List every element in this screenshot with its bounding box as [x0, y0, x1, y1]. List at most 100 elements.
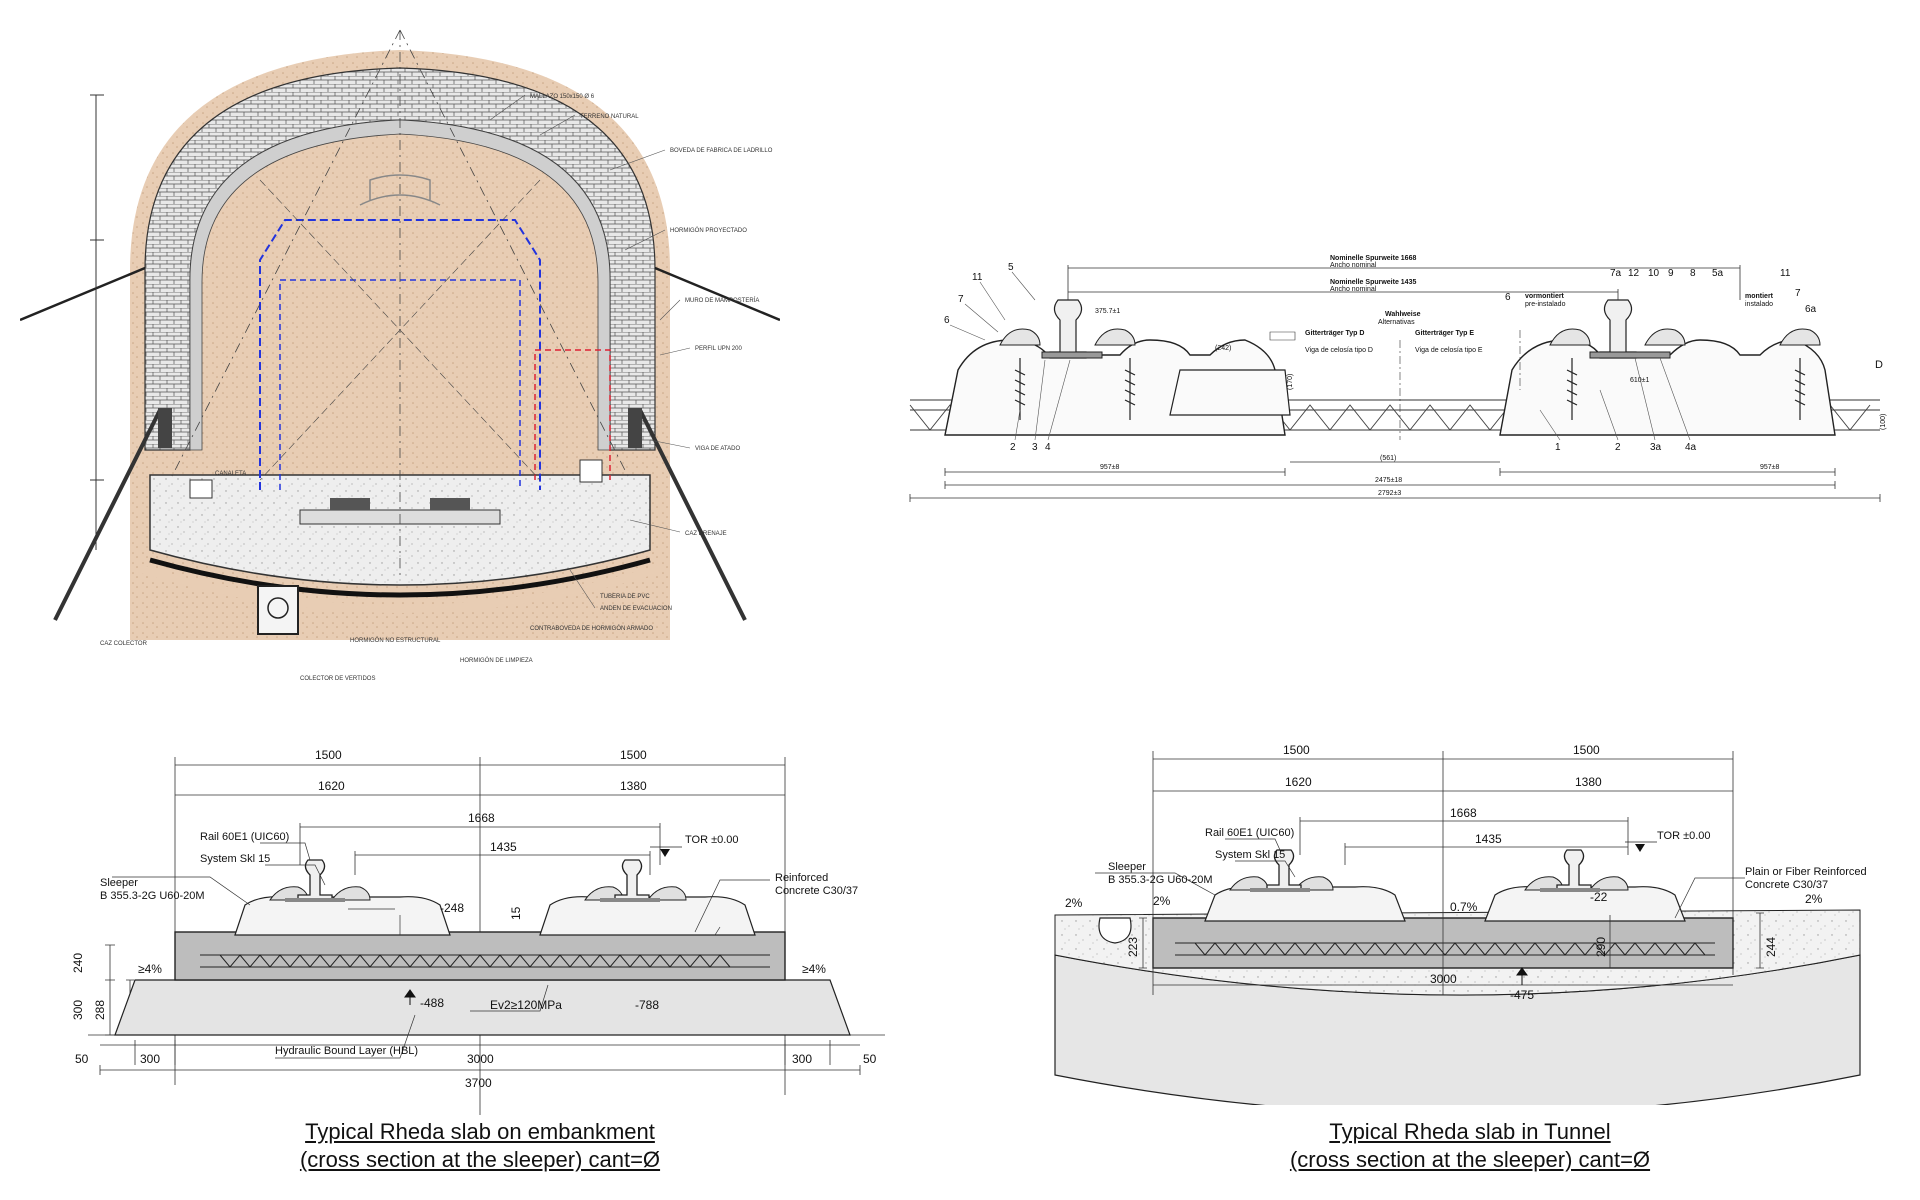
emb-dim-300: 300 — [71, 1000, 85, 1020]
emb-sleeper: Sleeper — [100, 877, 138, 889]
emb-b50b: 50 — [863, 1052, 877, 1066]
tun-dim-3000: 3000 — [1430, 972, 1457, 986]
emb-dim-1620: 1620 — [318, 779, 345, 793]
canaleta-left — [189, 479, 213, 499]
plate-callout-6a: 6a — [1805, 304, 1817, 315]
embankment-caption-line-1: Typical Rheda slab on embankment — [305, 1119, 655, 1144]
tun-sleeper-type: B 355.3-2G U60-20M — [1108, 874, 1213, 886]
tunnel-label-13: CAZ COLECTOR — [100, 641, 148, 647]
plate-dim-242: (242) — [1215, 345, 1231, 352]
tunnel-label-14: COLECTOR DE VERTIDOS — [300, 676, 375, 682]
caz-drenaje — [579, 459, 603, 483]
tun-dim-1620: 1620 — [1285, 775, 1312, 789]
plate-callout-r6: 6 — [1505, 292, 1511, 303]
sleeper-right — [539, 896, 756, 936]
tunnel-label-2: BOVEDA DE FABRICA DE LADRILLO — [670, 148, 773, 154]
emb-slope-l: ≥4% — [138, 962, 162, 976]
tunnel-sleeper-right — [1484, 886, 1686, 922]
tunnel-caption-line-1: Typical Rheda slab in Tunnel — [1329, 1119, 1611, 1144]
hbl-layer — [114, 979, 851, 1036]
emb-dim-1500a: 1500 — [315, 748, 342, 762]
plate-dim-100: (100) — [1880, 414, 1887, 430]
collector-pit — [257, 585, 299, 635]
plate-callout-b3: 3 — [1032, 442, 1038, 453]
rail-right — [1599, 299, 1637, 359]
sleeper-left — [234, 896, 451, 936]
plate-montiert: montiert — [1745, 293, 1774, 300]
slab-reinforcement — [200, 954, 770, 968]
tun-dim-1380: 1380 — [1575, 775, 1602, 789]
embankment-caption-line-2: (cross section at the sleeper) cant=Ø — [299, 1147, 661, 1172]
emb-dim-288: 288 — [93, 1000, 107, 1020]
plate-callout-5a: 5a — [1712, 268, 1724, 279]
plate-dim-2475: 2475±18 — [1375, 477, 1402, 484]
emb-sleeper-type: B 355.3-2G U60-20M — [100, 890, 205, 902]
rail-left — [1049, 299, 1087, 359]
plate-callout-6: 6 — [944, 315, 950, 326]
plate-dim-957a: 957±8 — [1100, 464, 1120, 471]
invert-curve — [149, 557, 651, 598]
plate-callout-b2: 2 — [1010, 442, 1016, 453]
tunnel-label-11: ANDEN DE EVACUACION — [600, 606, 672, 612]
plate-gitter-d: Gitterträger Typ D — [1305, 330, 1364, 337]
emb-tor: TOR ±0.00 — [685, 834, 739, 846]
plate-callout-7: 7 — [958, 294, 964, 305]
rail-right-tun — [1556, 849, 1592, 892]
plate-gitter-d-es: Viga de celosía tipo D — [1305, 347, 1373, 354]
anchor-right — [638, 409, 747, 621]
embankment-svg: 1500 1500 1620 1380 1668 1435 Rail 60E1 … — [71, 748, 885, 1115]
tunnel-label-4: MURO DE MAMPOSTERÍA — [685, 297, 759, 304]
pantograph — [359, 174, 441, 206]
emb-dim-240: 240 — [71, 953, 85, 973]
emb-system: System Skl 15 — [200, 853, 270, 865]
tun-dim-1435: 1435 — [1475, 832, 1502, 846]
plate-callout-r11: 11 — [1780, 268, 1791, 279]
tun-sleeper: Sleeper — [1108, 861, 1146, 873]
drain-channel — [1098, 917, 1132, 944]
tunnel-cross-section: MALLAZO 150x150 Ø 6 TERRENO NATURAL BOVE… — [19, 20, 781, 700]
plate-preinstalado: pre-instalado — [1525, 301, 1566, 308]
gauge-blue — [259, 219, 541, 490]
tun-dim-22: -22 — [1590, 890, 1608, 904]
tun-dim-290: 290 — [1594, 937, 1608, 957]
plate-gitter-e: Gitterträger Typ E — [1415, 330, 1474, 337]
plate-callout-5: 5 — [1008, 262, 1014, 273]
tunnel-label-6: VIGA DE ATADO — [695, 446, 740, 452]
tun-system: System Skl 15 — [1215, 849, 1285, 861]
plate-dim-170: (170) — [1287, 374, 1294, 390]
ground-line-right — [654, 266, 781, 322]
plate-instalado: instalado — [1745, 301, 1773, 308]
plate-callout-12: 12 — [1628, 268, 1640, 279]
tun-slope-c: 2% — [1805, 892, 1823, 906]
emb-b3700: 3700 — [465, 1076, 492, 1090]
plate-callout-r7: 7 — [1795, 288, 1801, 299]
emb-dim-15: 15 — [509, 906, 523, 920]
plate-callout-10: 10 — [1648, 268, 1660, 279]
emb-dim-1500b: 1500 — [620, 748, 647, 762]
rail-left-tun — [1266, 849, 1302, 892]
plate-callout-8: 8 — [1690, 268, 1696, 279]
emb-dim-788: -788 — [635, 998, 659, 1012]
tun-dim-223: 223 — [1126, 937, 1140, 957]
plate-callout-11: 11 — [972, 272, 983, 283]
tun-tor: TOR ±0.00 — [1657, 830, 1711, 842]
tunnel-label-1: TERRENO NATURAL — [580, 114, 639, 120]
plate-top-label-1: Nominelle Spurweite 1668 — [1330, 255, 1416, 262]
tun-dim-475: -475 — [1510, 988, 1534, 1002]
tunnel-slab-caption: Typical Rheda slab in Tunnel (cross sect… — [1210, 1118, 1730, 1174]
tun-concrete: Concrete C30/37 — [1745, 879, 1828, 891]
tun-dim-1668: 1668 — [1450, 806, 1477, 820]
tunnel-label-10: CONTRABOVEDA DE HORMIGÓN ARMADO — [530, 625, 653, 632]
emb-dim-488: -488 — [420, 996, 444, 1010]
emb-dim-1380: 1380 — [620, 779, 647, 793]
plate-top-sub-2: Ancho nominal — [1330, 286, 1377, 293]
tunnel-slab-svg: 1500 1500 1620 1380 1668 1435 Rail 60E1 … — [1054, 743, 1867, 1116]
plate-dim-957b: 957±8 — [1760, 464, 1780, 471]
plate-callout-9: 9 — [1668, 268, 1674, 279]
tun-dim-1500a: 1500 — [1283, 743, 1310, 757]
tun-dim-1500b: 1500 — [1573, 743, 1600, 757]
emb-hbl: Hydraulic Bound Layer (HBL) — [275, 1045, 418, 1057]
slab-plate-svg: Nominelle Spurweite 1668 Ancho nominal N… — [909, 255, 1887, 502]
tunnel-sleeper-left — [1204, 886, 1406, 922]
ground-line-left — [19, 266, 146, 322]
